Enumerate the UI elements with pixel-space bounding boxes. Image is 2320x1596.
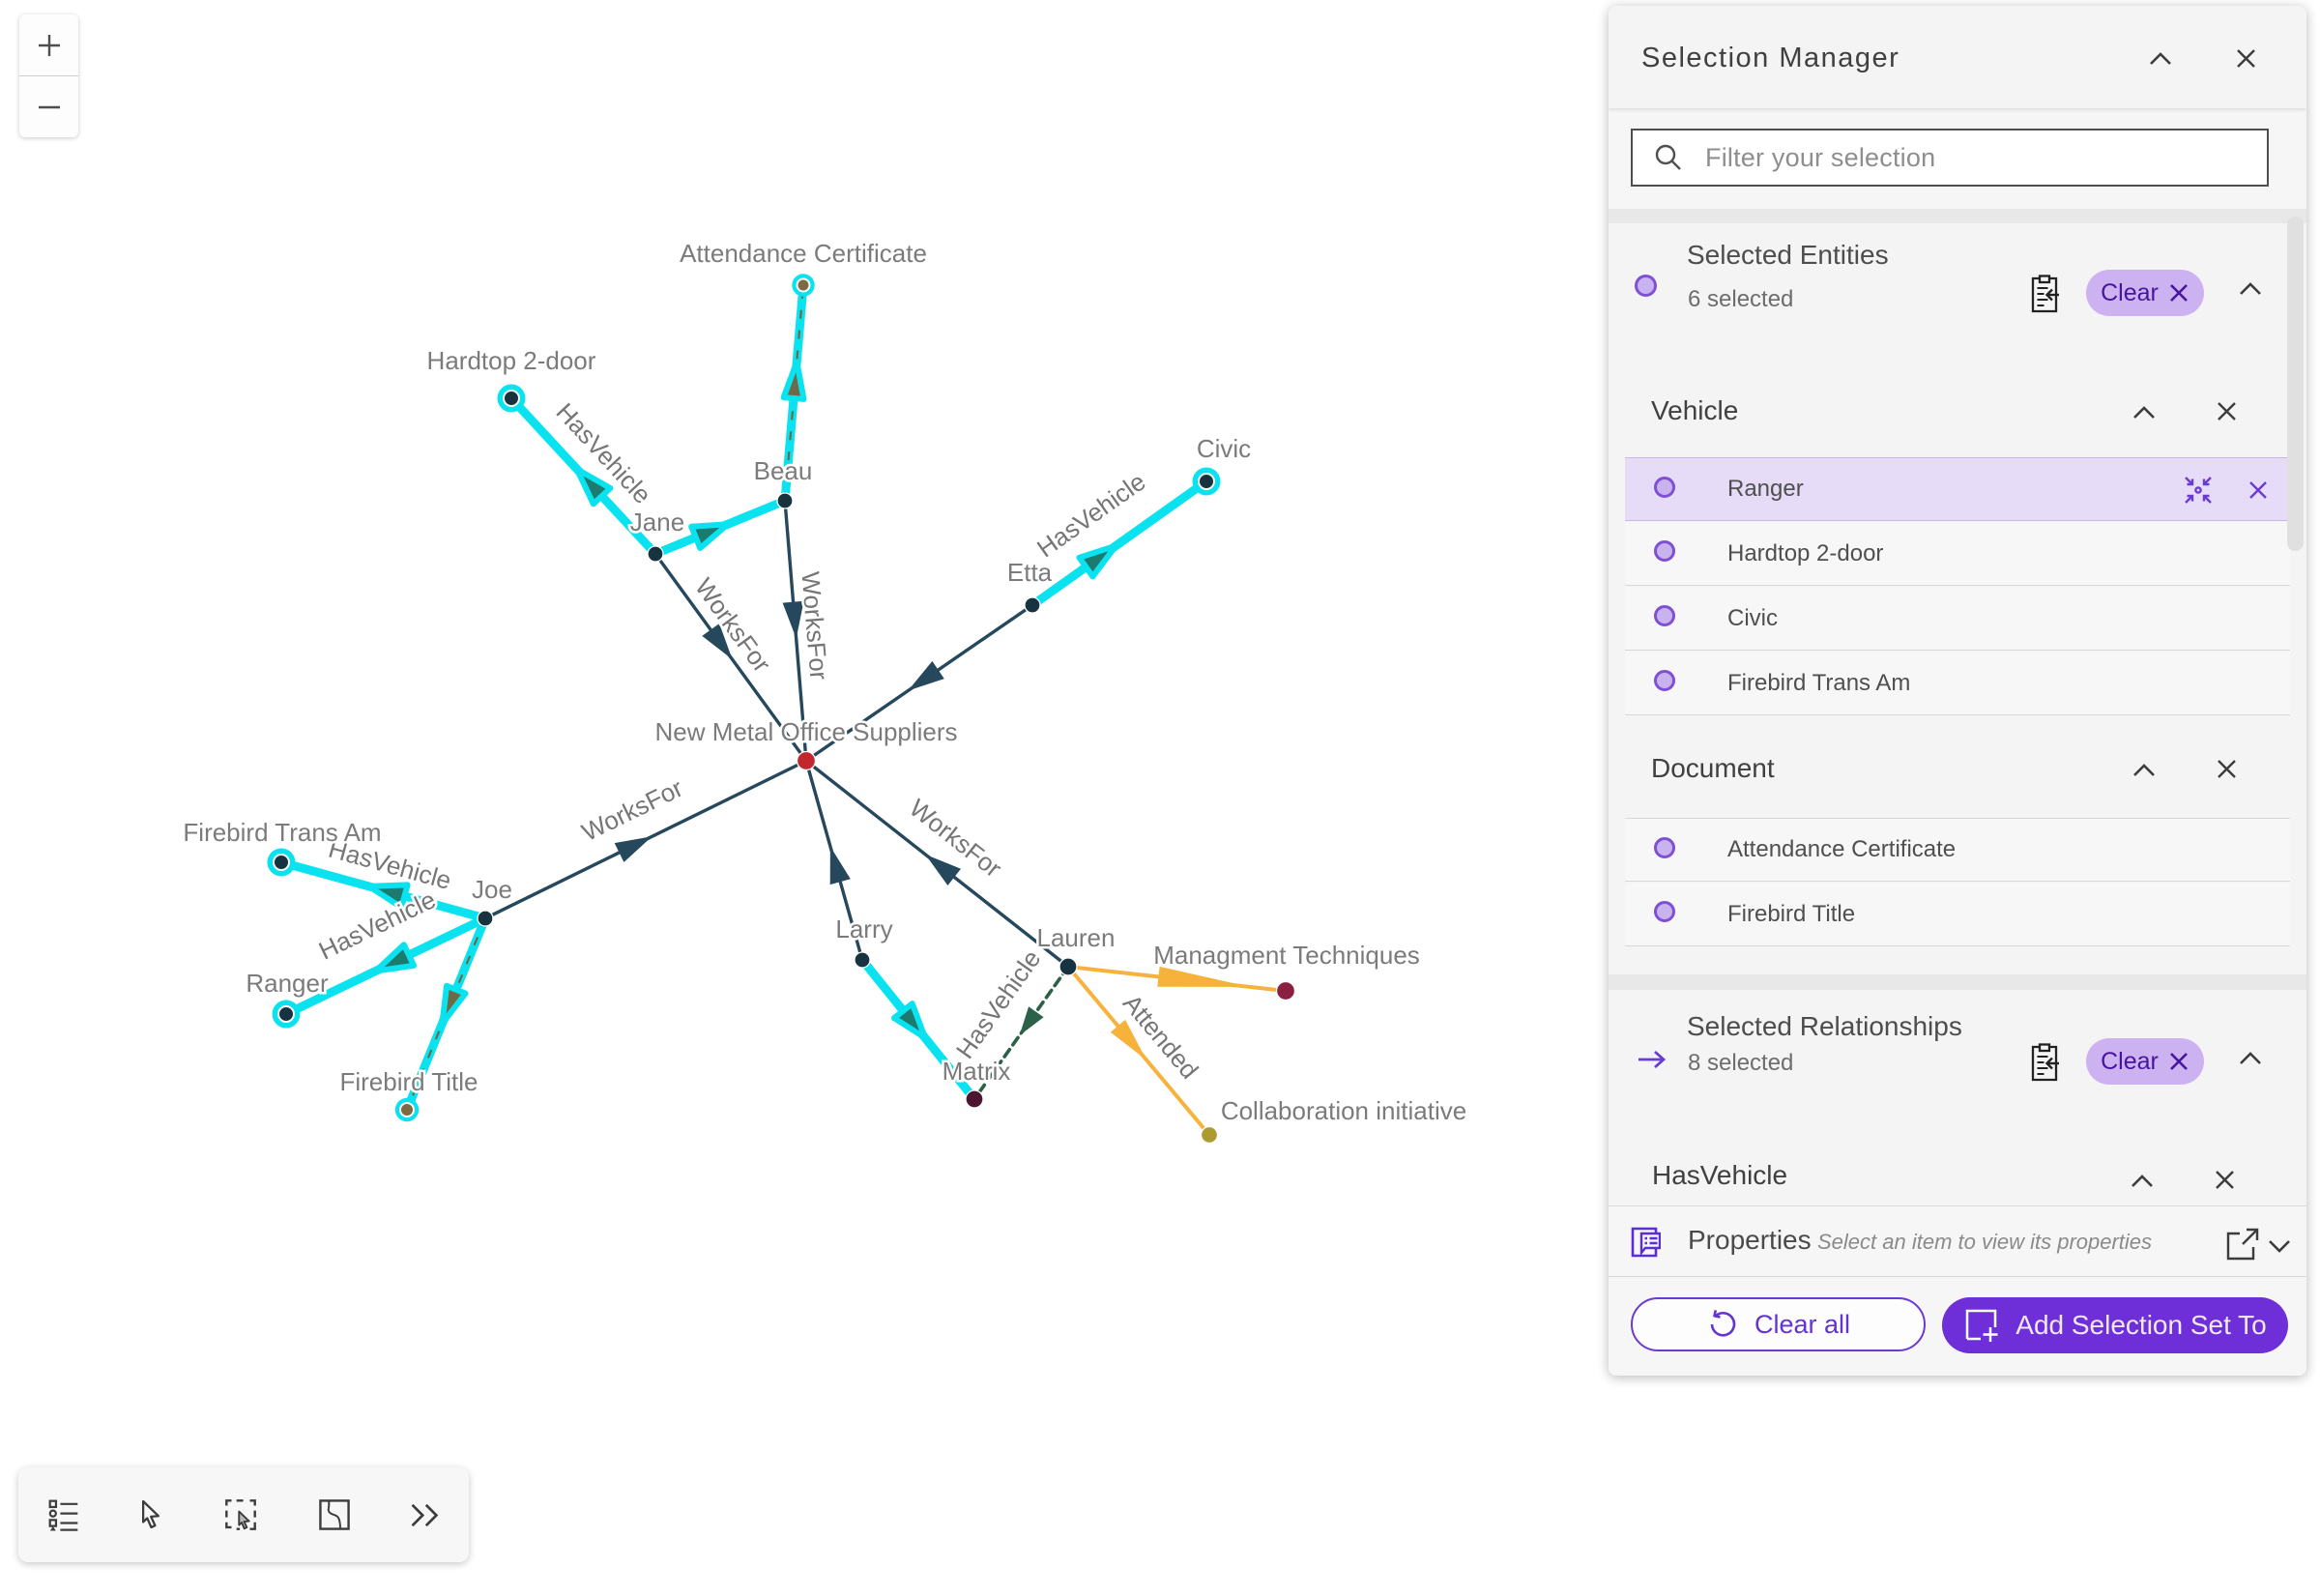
svg-text:Larry: Larry	[835, 914, 892, 943]
svg-text:Hardtop 2-door: Hardtop 2-door	[427, 346, 596, 375]
svg-text:Jane: Jane	[630, 508, 684, 537]
svg-text:Firebird Trans Am: Firebird Trans Am	[183, 818, 381, 847]
svg-text:HasVehicle: HasVehicle	[950, 944, 1047, 1063]
svg-text:Beau: Beau	[754, 456, 813, 485]
svg-text:Lauren: Lauren	[1037, 923, 1116, 952]
svg-text:Civic: Civic	[1197, 434, 1251, 463]
svg-text:Firebird Title: Firebird Title	[339, 1067, 478, 1096]
svg-text:HasVehicle: HasVehicle	[1031, 467, 1150, 564]
svg-text:Ranger: Ranger	[246, 969, 329, 998]
svg-text:New Metal Office Suppliers: New Metal Office Suppliers	[654, 717, 957, 746]
svg-text:Collaboration initiative: Collaboration initiative	[1221, 1096, 1466, 1125]
svg-text:Attendance Certificate: Attendance Certificate	[680, 239, 927, 268]
svg-text:WorksFor: WorksFor	[577, 773, 687, 847]
svg-text:WorksFor: WorksFor	[796, 570, 833, 682]
svg-text:Etta: Etta	[1007, 558, 1053, 587]
svg-text:Matrix: Matrix	[942, 1057, 1011, 1086]
svg-text:Joe: Joe	[472, 875, 512, 904]
svg-text:Managment Techniques: Managment Techniques	[1153, 941, 1420, 970]
